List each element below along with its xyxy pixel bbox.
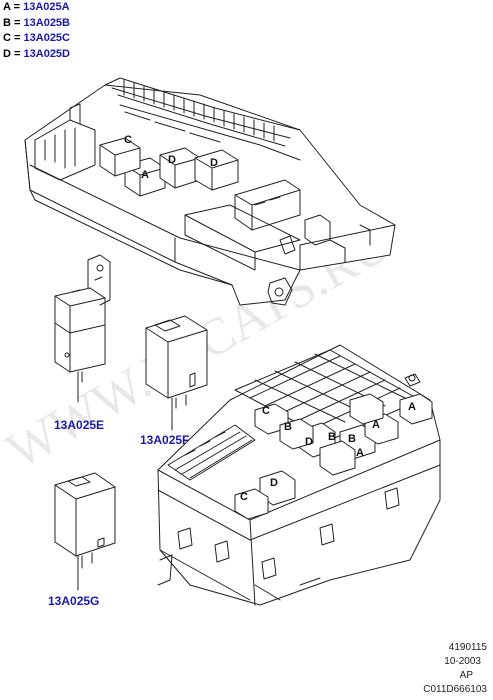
upper-fuse-box	[24, 77, 396, 306]
relay-letter: D	[210, 157, 218, 169]
lower-fuse-box	[157, 344, 441, 606]
legend-part-number: 13A025C	[23, 32, 70, 44]
lower-box-letters: C B B A A D B A C D	[240, 401, 416, 503]
legend-equals: =	[14, 16, 21, 29]
relay-letter: A	[141, 169, 149, 181]
legend-equals: =	[14, 32, 21, 44]
relay-letter: B	[348, 433, 356, 445]
callout-13A025F: 13A025F	[140, 433, 190, 447]
relay-letter: B	[328, 431, 336, 443]
legend-part-number: 13A025D	[23, 47, 70, 60]
drawing-number: 4190115	[448, 642, 487, 653]
legend-row: A = 13A025A	[3, 0, 70, 16]
relay-13A025E	[54, 254, 111, 403]
legend-row: D = 13A025D	[3, 47, 70, 63]
relay-letter: C	[124, 134, 132, 146]
relay-letter: D	[168, 154, 176, 166]
legend-row: B = 13A025B	[3, 16, 70, 32]
upper-box-letters: C D A D	[124, 134, 218, 181]
legend-letter: B	[3, 16, 11, 29]
relay-letter: D	[270, 477, 278, 489]
relay-letter: C	[262, 405, 270, 417]
drawing-code: C011D666103	[423, 684, 487, 695]
relay-letter: A	[408, 401, 416, 413]
legend: A = 13A025A B = 13A025B C = 13A025C D = …	[3, 0, 70, 62]
drawing-region: AP	[459, 670, 473, 681]
relay-13A025F	[145, 315, 208, 431]
drawing-date: 10-2003	[444, 656, 481, 667]
legend-letter: A	[3, 1, 11, 13]
relay-letter: A	[356, 447, 364, 459]
callout-13A025E: 13A025E	[54, 418, 105, 432]
legend-letter: C	[3, 32, 11, 44]
legend-equals: =	[13, 1, 21, 13]
relay-letter: B	[284, 421, 292, 433]
relay-letter: D	[305, 436, 313, 448]
callout-13A025G: 13A025G	[48, 594, 100, 608]
relay-13A025G	[54, 472, 116, 591]
legend-row: C = 13A025C	[3, 31, 70, 47]
legend-part-number: 13A025B	[23, 16, 70, 29]
legend-letter: D	[3, 47, 11, 60]
legend-equals: =	[14, 47, 21, 60]
relay-letter: A	[372, 419, 380, 431]
relay-letter: C	[240, 491, 248, 503]
legend-part-number: 13A025A	[23, 1, 70, 13]
